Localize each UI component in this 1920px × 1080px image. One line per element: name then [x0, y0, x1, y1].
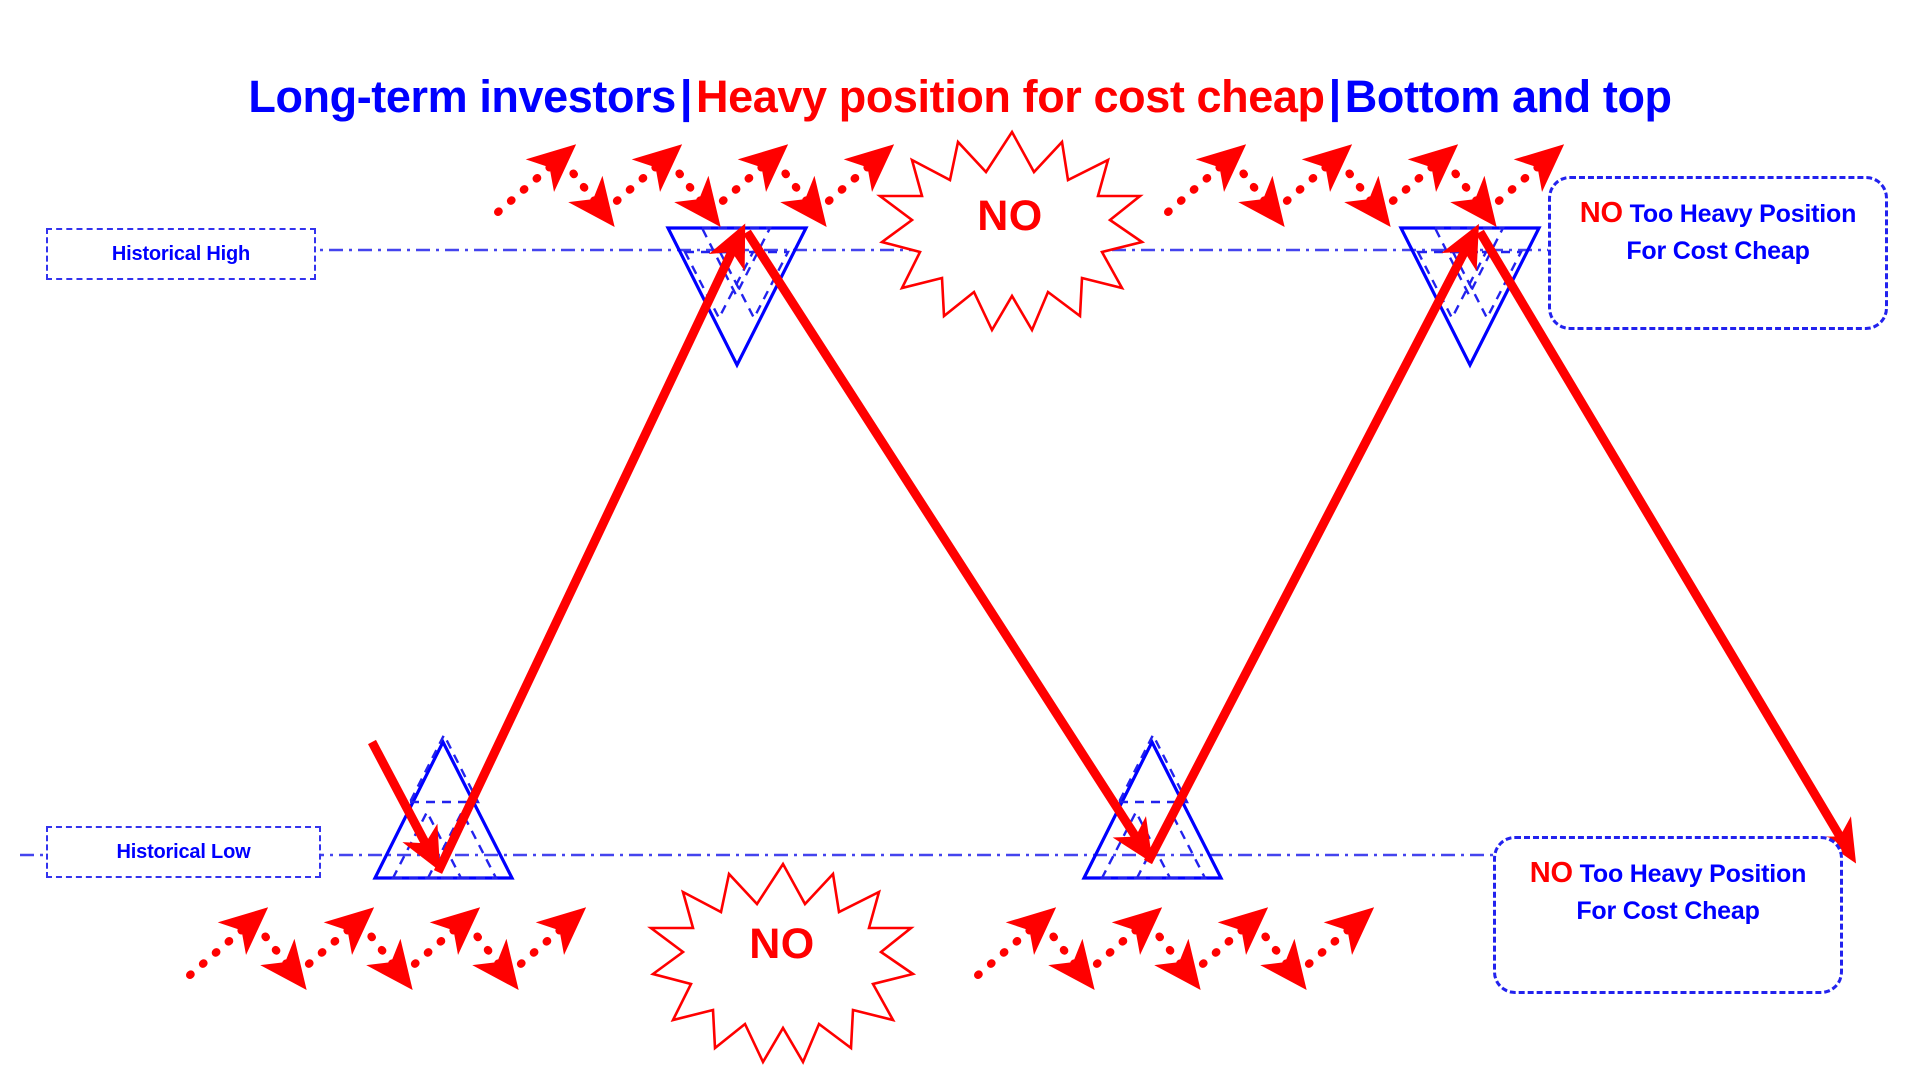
- starburst-top: [876, 129, 1146, 333]
- starburst-bottom: [647, 861, 917, 1065]
- price-path: [368, 223, 1857, 874]
- callout-bottom-no-label: NO: [1529, 857, 1573, 889]
- starburst-top-label: NO: [977, 192, 1043, 240]
- callout-top-right: NO Too Heavy Position For Cost Cheap: [1548, 176, 1888, 330]
- title-part-bottom-top: Bottom and top: [1344, 71, 1672, 122]
- zigzag-arrows-top-right: [1164, 144, 1565, 228]
- historical-high-label: Historical High: [46, 228, 316, 280]
- callout-bottom-right: NO Too Heavy Position For Cost Cheap: [1493, 836, 1843, 994]
- title-part-investors: Long-term investors: [248, 71, 676, 122]
- title-part-heavy-position: Heavy position for cost cheap: [696, 71, 1325, 122]
- callout-top-text: Too Heavy Position For Cost Cheap: [1622, 200, 1857, 266]
- zigzag-arrows-top-left: [494, 144, 895, 228]
- zigzag-arrows-bottom-right: [974, 907, 1375, 991]
- title-separator-2: |: [1328, 71, 1342, 122]
- title-separator-1: |: [679, 71, 693, 122]
- starburst-bottom-label: NO: [749, 920, 815, 968]
- callout-top-no-label: NO: [1579, 197, 1623, 229]
- page-title: Long-term investors|Heavy position for c…: [0, 72, 1920, 122]
- callout-bottom-text: Too Heavy Position For Cost Cheap: [1572, 860, 1807, 926]
- historical-low-label: Historical Low: [46, 826, 321, 878]
- zigzag-arrows-bottom-left: [186, 907, 587, 991]
